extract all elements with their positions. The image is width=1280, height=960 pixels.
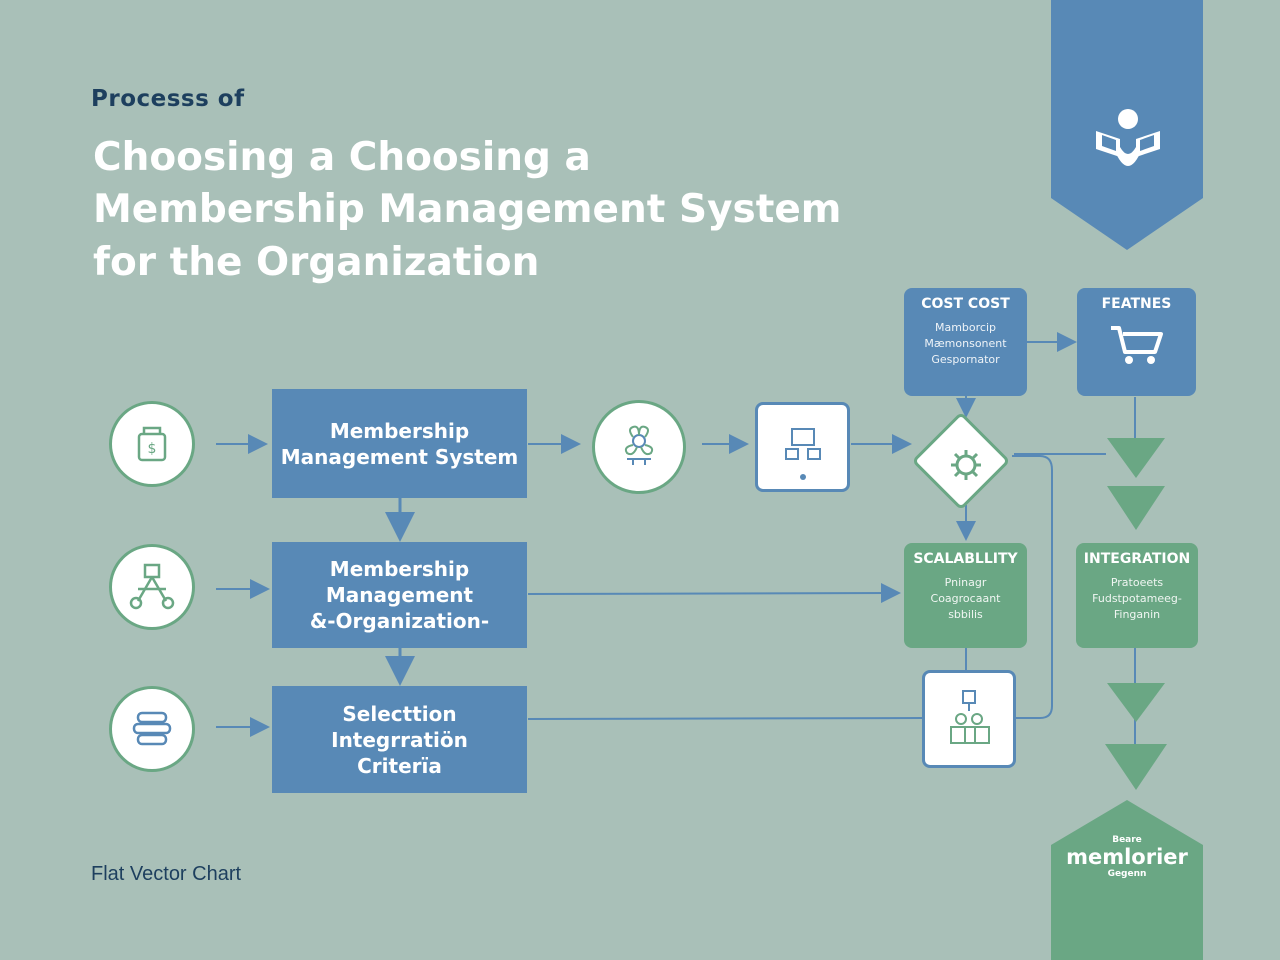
box3-line-2: Integrratiön	[331, 727, 468, 752]
team-icon	[922, 670, 1016, 768]
card-features: FEATNES	[1077, 288, 1196, 396]
network-icon	[109, 544, 195, 630]
title-line-3: for the Organization	[93, 240, 540, 285]
bottom-badge-bottom: Gegenn	[1107, 869, 1147, 879]
line-diamond-loop	[1012, 455, 1053, 719]
bottom-banner	[1051, 800, 1203, 960]
box1-line-2: Management System	[280, 444, 519, 469]
computer-icon	[755, 402, 850, 492]
database-icon	[109, 686, 195, 772]
card-integration: INTEGRATION Pratoeets Fudstpotameeg- Fin…	[1076, 543, 1198, 648]
card-scalability-line-2: Coagrocaant	[930, 592, 1001, 605]
flower-icon	[592, 400, 686, 494]
box3-line-1: Selecttion	[342, 701, 457, 726]
card-scalability-line-3: sbbilis	[948, 608, 983, 621]
triangle-2	[1107, 486, 1165, 530]
cart-icon	[1077, 322, 1196, 370]
card-cost: COST COST Mamborcip Mæmonsonent Gesporna…	[904, 288, 1027, 396]
card-scalability-heading: SCALABLLITY	[913, 551, 1018, 567]
bottom-badge: Beare memlorier Gegenn	[1051, 835, 1203, 879]
box3-line-3: Criterïa	[357, 753, 442, 778]
bottom-badge-top: Beare	[1112, 835, 1142, 845]
gear-icon	[948, 447, 984, 487]
overline: Processs of	[91, 86, 245, 112]
person-reading-icon	[1090, 105, 1166, 185]
card-integration-heading: INTEGRATION	[1083, 551, 1191, 567]
bottom-badge-title: memlorier	[1066, 845, 1188, 869]
card-integration-line-1: Pratoeets	[1110, 576, 1164, 589]
card-cost-heading: COST COST	[921, 296, 1010, 312]
line-r3-long	[527, 717, 924, 720]
arrow-r2-long	[527, 583, 901, 604]
triangle-3	[1107, 683, 1165, 722]
card-scalability-line-1: Pninagr	[944, 576, 987, 589]
box2-line-3: &-Organization-	[309, 609, 490, 633]
card-cost-line-1: Mamborcip	[934, 321, 997, 334]
title-line-2: Membership Management System	[93, 187, 842, 232]
box2-line-1: Membership	[329, 557, 470, 581]
triangle-1	[1107, 438, 1165, 478]
footer-caption: Flat Vector Chart	[91, 863, 242, 885]
bag-dollar-icon: $	[109, 401, 195, 487]
box2-line-2: Management	[325, 583, 474, 607]
triangle-4	[1105, 744, 1167, 790]
card-cost-line-2: Mæmonsonent	[924, 337, 1007, 350]
card-scalability: SCALABLLITY Pninagr Coagrocaant sbbilis	[904, 543, 1027, 648]
box1-line-1: Membership	[329, 418, 470, 443]
card-integration-line-2: Fudstpotameeg-	[1092, 592, 1182, 605]
title-line-1: Choosing a Choosing a	[93, 135, 591, 180]
card-features-heading: FEATNES	[1101, 296, 1172, 312]
svg-text:$: $	[148, 441, 157, 457]
card-cost-line-3: Gespornator	[931, 353, 1000, 366]
card-integration-line-3: Finganin	[1113, 608, 1161, 621]
